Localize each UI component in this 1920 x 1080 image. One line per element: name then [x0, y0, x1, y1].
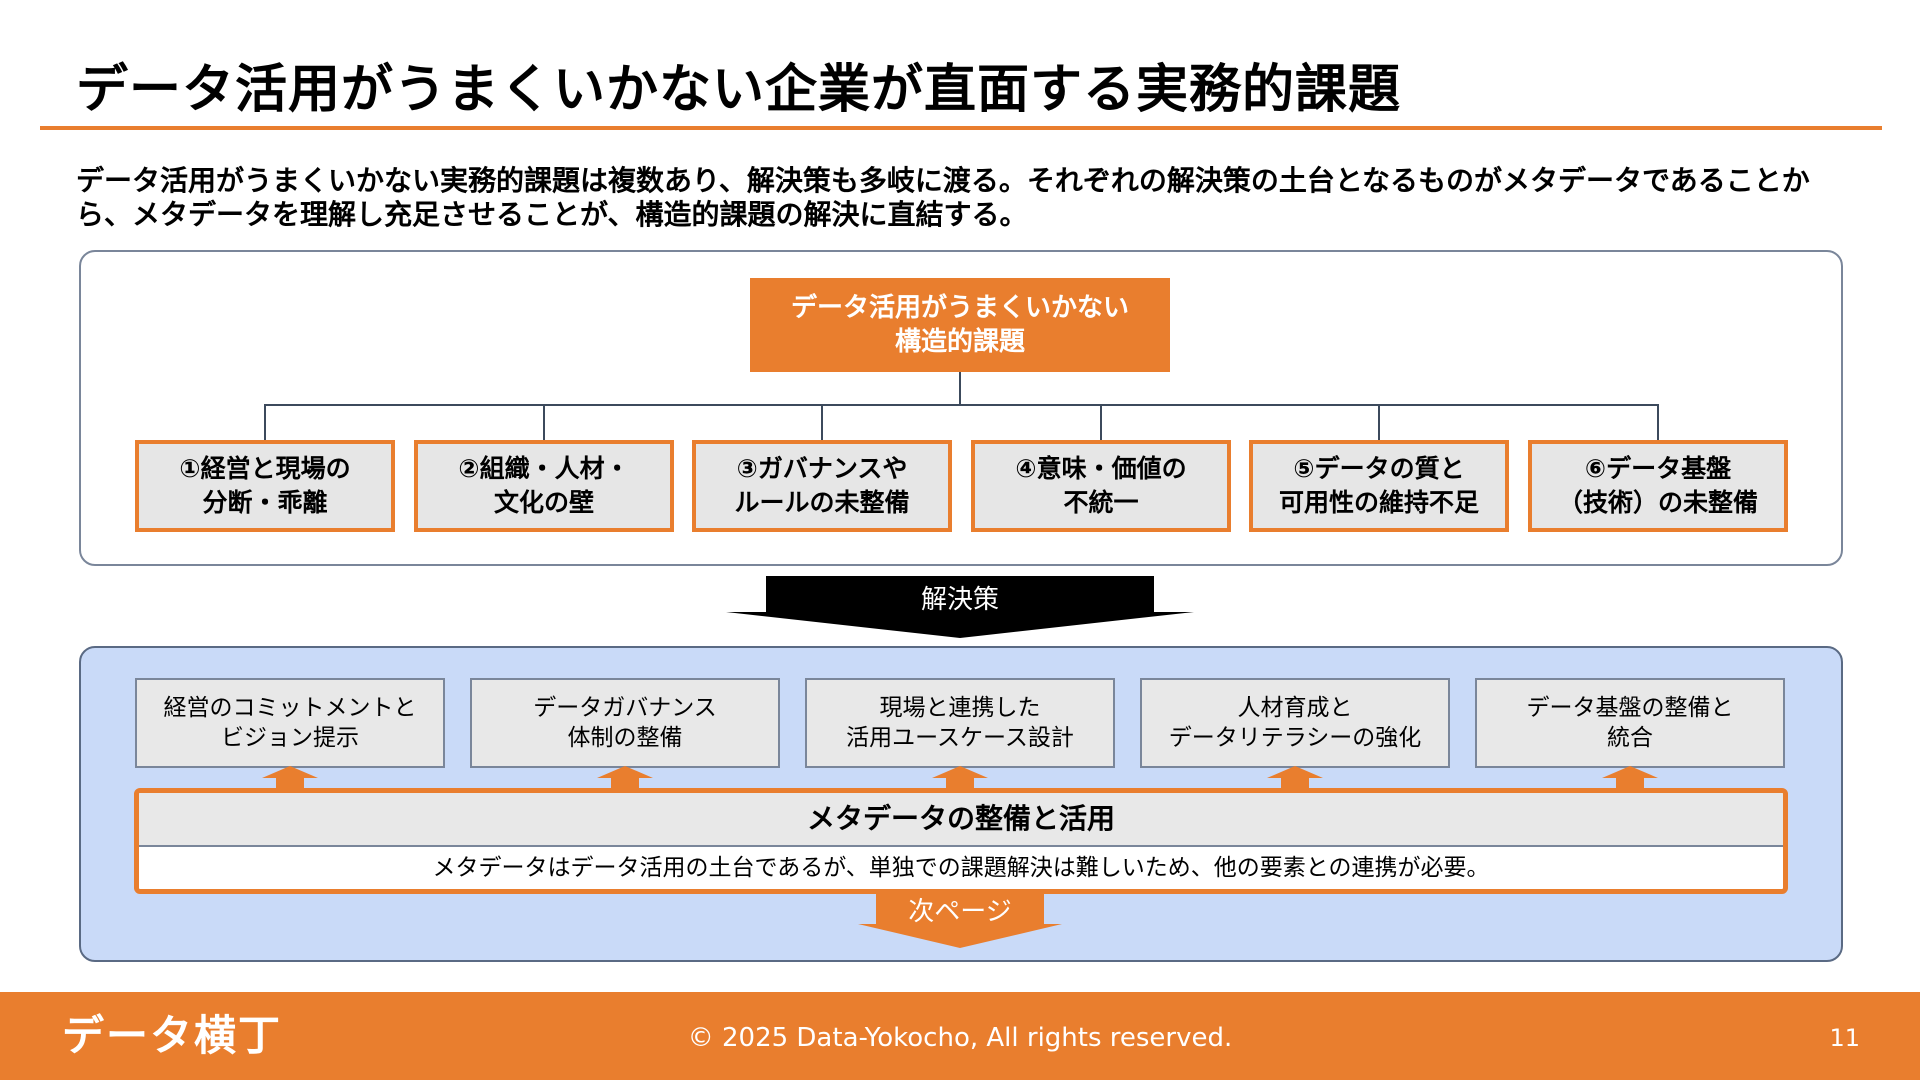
- up-arrow-icon: [932, 766, 988, 790]
- tree-connector-leg: [543, 404, 545, 440]
- brand-logo: データ横丁: [62, 1011, 283, 1060]
- page-number: 11: [1829, 1024, 1860, 1052]
- copyright-text: © 2025 Data-Yokocho, All rights reserved…: [687, 1023, 1233, 1053]
- issue-box-2: ②組織・人材・ 文化の壁: [414, 440, 674, 532]
- intro-text: データ活用がうまくいかない実務的課題は複数あり、解決策も多岐に渡る。それぞれの解…: [76, 164, 1810, 231]
- tree-connector-bar: [265, 404, 1659, 406]
- tree-connector-leg: [1378, 404, 1380, 440]
- metadata-heading: メタデータの整備と活用: [139, 793, 1783, 847]
- issue-box-4: ④意味・価値の 不統一: [971, 440, 1231, 532]
- up-arrow-icon: [1267, 766, 1323, 790]
- solution-box-1: 経営のコミットメントと ビジョン提示: [135, 678, 445, 768]
- tree-connector-leg: [821, 404, 823, 440]
- solution-arrow-label: 解決策: [920, 585, 999, 615]
- next-page-arrow-icon: [858, 892, 1062, 948]
- tree-connector-leg: [1100, 404, 1102, 440]
- solution-box-4: 人材育成と データリテラシーの強化: [1140, 678, 1450, 768]
- solution-box-2: データガバナンス 体制の整備: [470, 678, 780, 768]
- up-arrow-icon: [262, 766, 318, 790]
- solution-down-arrow-icon: [726, 576, 1194, 638]
- next-page-label: 次ページ: [908, 897, 1012, 927]
- title-underline: [40, 126, 1882, 130]
- up-arrow-icon: [597, 766, 653, 790]
- issue-box-3: ③ガバナンスや ルールの未整備: [692, 440, 952, 532]
- page-title: データ活用がうまくいかない企業が直面する実務的課題: [76, 60, 1402, 120]
- issue-box-6: ⑥データ基盤 （技術）の未整備: [1528, 440, 1788, 532]
- tree-connector-stem: [959, 372, 961, 406]
- solution-box-3: 現場と連携した 活用ユースケース設計: [805, 678, 1115, 768]
- metadata-foundation-box: メタデータの整備と活用 メタデータはデータ活用の土台であるが、単独での課題解決は…: [134, 788, 1788, 894]
- issue-box-1: ①経営と現場の 分断・乖離: [135, 440, 395, 532]
- root-issue-box: データ活用がうまくいかない 構造的課題: [750, 278, 1170, 372]
- tree-connector-leg: [1657, 404, 1659, 440]
- issue-box-5: ⑤データの質と 可用性の維持不足: [1249, 440, 1509, 532]
- metadata-description: メタデータはデータ活用の土台であるが、単独での課題解決は難しいため、他の要素との…: [432, 855, 1490, 881]
- up-arrow-icon: [1602, 766, 1658, 790]
- footer-bar: [0, 992, 1920, 1080]
- solution-box-5: データ基盤の整備と 統合: [1475, 678, 1785, 768]
- tree-connector-leg: [264, 404, 266, 440]
